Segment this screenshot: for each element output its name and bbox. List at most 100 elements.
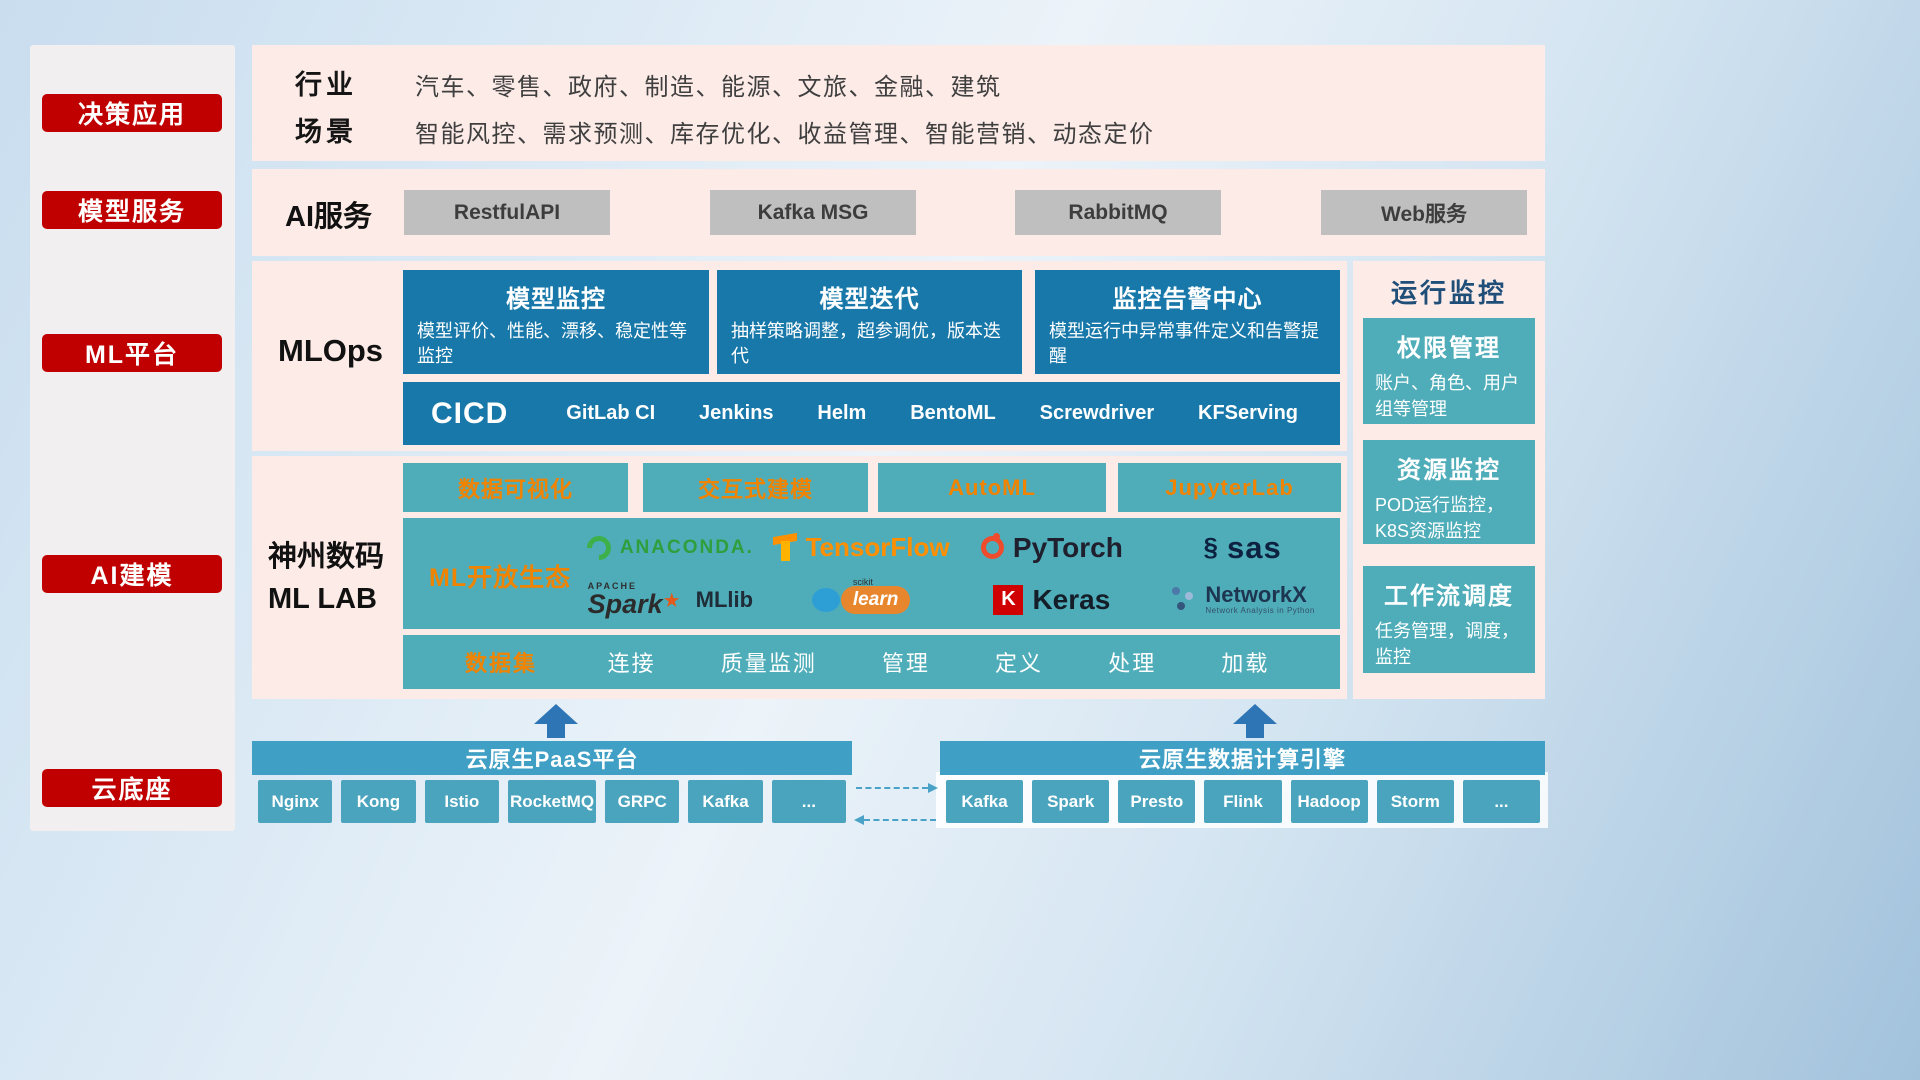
networkx-subtitle: Network Analysis in Python: [1205, 606, 1315, 616]
industry-scenario-panel: 行业 汽车、零售、政府、制造、能源、文旅、金融、建筑 场景 智能风控、需求预测、…: [252, 45, 1545, 161]
up-arrow-paas: [534, 704, 578, 738]
spark-mllib-logo: APACHE Spark★ MLlib: [575, 574, 766, 626]
up-arrow-engine: [1233, 704, 1277, 738]
paas-chip-row: Nginx Kong Istio RocketMQ GRPC Kafka ...: [258, 780, 847, 823]
paas-chip-kong: Kong: [341, 780, 416, 823]
scikit-learn-badge: scikit learn: [840, 577, 911, 614]
scikit-learn-logo: scikit learn: [766, 574, 957, 626]
learn-label: learn: [852, 588, 899, 610]
mlops-label: MLOps: [278, 333, 384, 368]
scenario-value: 智能风控、需求预测、库存优化、收益管理、智能营销、动态定价: [415, 121, 1155, 148]
paas-chip-istio: Istio: [424, 780, 499, 823]
engine-chip-presto: Presto: [1118, 780, 1196, 823]
tool-chip-interactive-modeling: 交互式建模: [643, 463, 868, 512]
mllab-label-line1: 神州数码: [268, 541, 385, 573]
ml-ecosystem-logos: ANACONDA. TensorFlow PyTorch § sas APACH…: [575, 520, 1338, 627]
layer-label-model-services: 模型服务: [42, 191, 222, 229]
industry-value: 汽车、零售、政府、制造、能源、文旅、金融、建筑: [415, 74, 1002, 101]
layer-label-cloud-base: 云底座: [42, 769, 222, 807]
paas-title-bar: 云原生PaaS平台: [252, 741, 852, 775]
scenario-label: 场景: [295, 117, 357, 147]
paas-chip-nginx: Nginx: [258, 780, 333, 823]
card-desc: 抽样策略调整，超参调优，版本迭代: [731, 321, 1001, 367]
dataset-item-connect: 连接: [607, 651, 656, 676]
keras-label: Keras: [1032, 583, 1111, 615]
networkx-label: NetworkX: [1205, 582, 1307, 607]
engine-chip-row: Kafka Spark Presto Flink Hadoop Storm ..…: [946, 780, 1540, 823]
anaconda-logo: ANACONDA.: [575, 522, 766, 574]
ai-service-chip-kafka-msg: Kafka MSG: [710, 190, 916, 235]
tool-chip-data-visualization: 数据可视化: [403, 463, 628, 512]
sas-label: sas: [1226, 529, 1282, 565]
tool-chip-automl: AutoML: [878, 463, 1106, 512]
mlops-card-model-iteration: 模型迭代 抽样策略调整，超参调优，版本迭代: [717, 270, 1022, 374]
sas-swirl-icon: §: [1203, 532, 1218, 562]
layer-label-ai-modeling: AI建模: [42, 555, 222, 593]
engine-chip-kafka: Kafka: [946, 780, 1024, 823]
card-desc: 账户、角色、用户组等管理: [1375, 373, 1519, 420]
spark-star-icon: ★: [662, 589, 681, 612]
paas-chip-more: ...: [771, 780, 847, 823]
dataset-item-define: 定义: [995, 651, 1044, 676]
dataset-item-manage: 管理: [881, 651, 930, 676]
dataset-item-load: 加载: [1221, 651, 1270, 676]
dataset-item-process: 处理: [1108, 651, 1157, 676]
card-desc: 模型评价、性能、漂移、稳定性等监控: [417, 321, 687, 367]
layer-label-ml-platform: ML平台: [42, 334, 222, 372]
cicd-item-screwdriver: Screwdriver: [1039, 402, 1155, 424]
tensorflow-logo: TensorFlow: [766, 522, 957, 574]
mlops-panel: MLOps 模型监控 模型评价、性能、漂移、稳定性等监控 模型迭代 抽样策略调整…: [252, 261, 1347, 451]
paas-chip-rocketmq: RocketMQ: [507, 780, 597, 823]
card-desc: 模型运行中异常事件定义和告警提醒: [1049, 321, 1319, 367]
ai-services-panel: AI服务 RestfulAPI Kafka MSG RabbitMQ Web服务: [252, 169, 1545, 256]
networkx-logo: NetworkX Network Analysis in Python: [1147, 574, 1338, 626]
industry-label: 行业: [295, 70, 357, 100]
dashed-arrow-right: [856, 783, 938, 793]
ai-services-label: AI服务: [285, 201, 373, 233]
runtime-monitoring-panel: 运行监控 权限管理 账户、角色、用户组等管理 资源监控 POD运行监控，K8S资…: [1353, 261, 1545, 699]
dataset-bar: 数据集 连接 质量监测 管理 定义 处理 加载: [403, 635, 1340, 689]
spark-apache-label: APACHE: [587, 580, 637, 591]
ml-ecosystem-label: ML开放生态: [429, 564, 572, 592]
engine-chip-hadoop: Hadoop: [1290, 780, 1368, 823]
mllib-label: MLlib: [695, 586, 754, 612]
dataset-label: 数据集: [465, 651, 538, 676]
engine-chip-spark: Spark: [1032, 780, 1110, 823]
dashed-arrow-left: [854, 815, 936, 825]
mllab-label-line2: ML LAB: [268, 583, 378, 616]
pytorch-icon: [980, 533, 1004, 559]
card-title: 资源监控: [1397, 457, 1501, 484]
monitor-card-workflow: 工作流调度 任务管理，调度，监控: [1363, 566, 1535, 673]
engine-chip-storm: Storm: [1376, 780, 1454, 823]
scikit-label: scikit: [852, 576, 873, 587]
dataset-item-quality: 质量监测: [720, 651, 817, 676]
anaconda-icon: [581, 530, 616, 565]
mllab-label: 神州数码 ML LAB: [268, 536, 408, 620]
cicd-item-bentoml: BentoML: [910, 402, 996, 424]
ai-service-chip-rabbitmq: RabbitMQ: [1015, 190, 1221, 235]
card-title: 模型迭代: [819, 286, 920, 313]
cicd-item-jenkins: Jenkins: [699, 402, 774, 424]
keras-icon: K: [993, 584, 1024, 615]
monitor-card-permissions: 权限管理 账户、角色、用户组等管理: [1363, 318, 1535, 424]
tensorflow-label: TensorFlow: [805, 532, 950, 562]
ai-service-chip-web: Web服务: [1321, 190, 1527, 235]
ai-service-chip-restfulapi: RestfulAPI: [404, 190, 610, 235]
left-rail: [30, 45, 235, 831]
runtime-monitoring-title: 运行监控: [1390, 278, 1507, 308]
cicd-item-helm: Helm: [817, 402, 867, 424]
cicd-bar: CICD GitLab CI Jenkins Helm BentoML Scre…: [403, 382, 1340, 445]
networkx-icon: [1170, 586, 1196, 613]
cicd-item-kfserving: KFServing: [1198, 402, 1299, 424]
engine-title-bar: 云原生数据计算引擎: [940, 741, 1545, 775]
engine-chip-more: ...: [1462, 780, 1540, 823]
cicd-items: GitLab CI Jenkins Helm BentoML Screwdriv…: [544, 402, 1320, 425]
layer-label-decision-apps: 决策应用: [42, 94, 222, 132]
mllab-panel: 神州数码 ML LAB 数据可视化 交互式建模 AutoML JupyterLa…: [252, 456, 1347, 699]
cicd-label: CICD: [431, 396, 509, 430]
spark-wordmark: APACHE Spark★: [587, 580, 681, 618]
card-title: 权限管理: [1397, 335, 1501, 362]
card-title: 监控告警中心: [1112, 286, 1263, 313]
paas-chip-grpc: GRPC: [605, 780, 680, 823]
